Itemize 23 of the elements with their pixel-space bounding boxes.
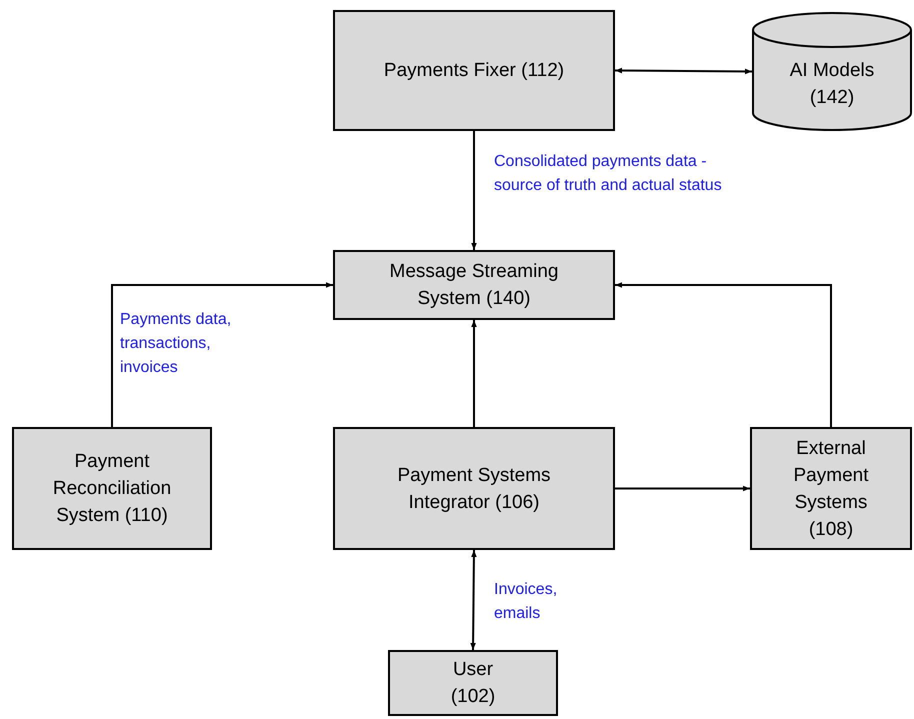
process-box	[12, 427, 212, 550]
arrow	[470, 550, 477, 650]
edge-label: Invoices, emails	[494, 580, 558, 624]
node-label: Payments Fixer (112)	[382, 59, 566, 83]
node-label: Message Streaming System (140)	[388, 260, 560, 311]
arrow	[615, 68, 752, 74]
node-label: User (102)	[450, 658, 496, 709]
process-box	[388, 650, 558, 716]
edge-label: Payments data, transactions, invoices	[120, 310, 232, 378]
process-box	[333, 250, 615, 320]
arrow	[111, 282, 333, 427]
node-label: External Payment Systems (108)	[792, 436, 870, 542]
arrow	[615, 486, 750, 492]
arrow	[471, 320, 477, 427]
node-label: AI Models (142)	[788, 58, 876, 110]
node-label: Payment Systems Integrator (106)	[396, 464, 552, 514]
process-box	[750, 427, 912, 550]
edge-label: Consolidated payments data - source of truth and actual status	[494, 152, 723, 196]
node-label: Payment Reconciliation System (110)	[52, 450, 172, 528]
arrow	[471, 131, 477, 250]
process-box	[333, 427, 615, 550]
arrow	[615, 282, 832, 427]
process-box	[333, 10, 615, 131]
